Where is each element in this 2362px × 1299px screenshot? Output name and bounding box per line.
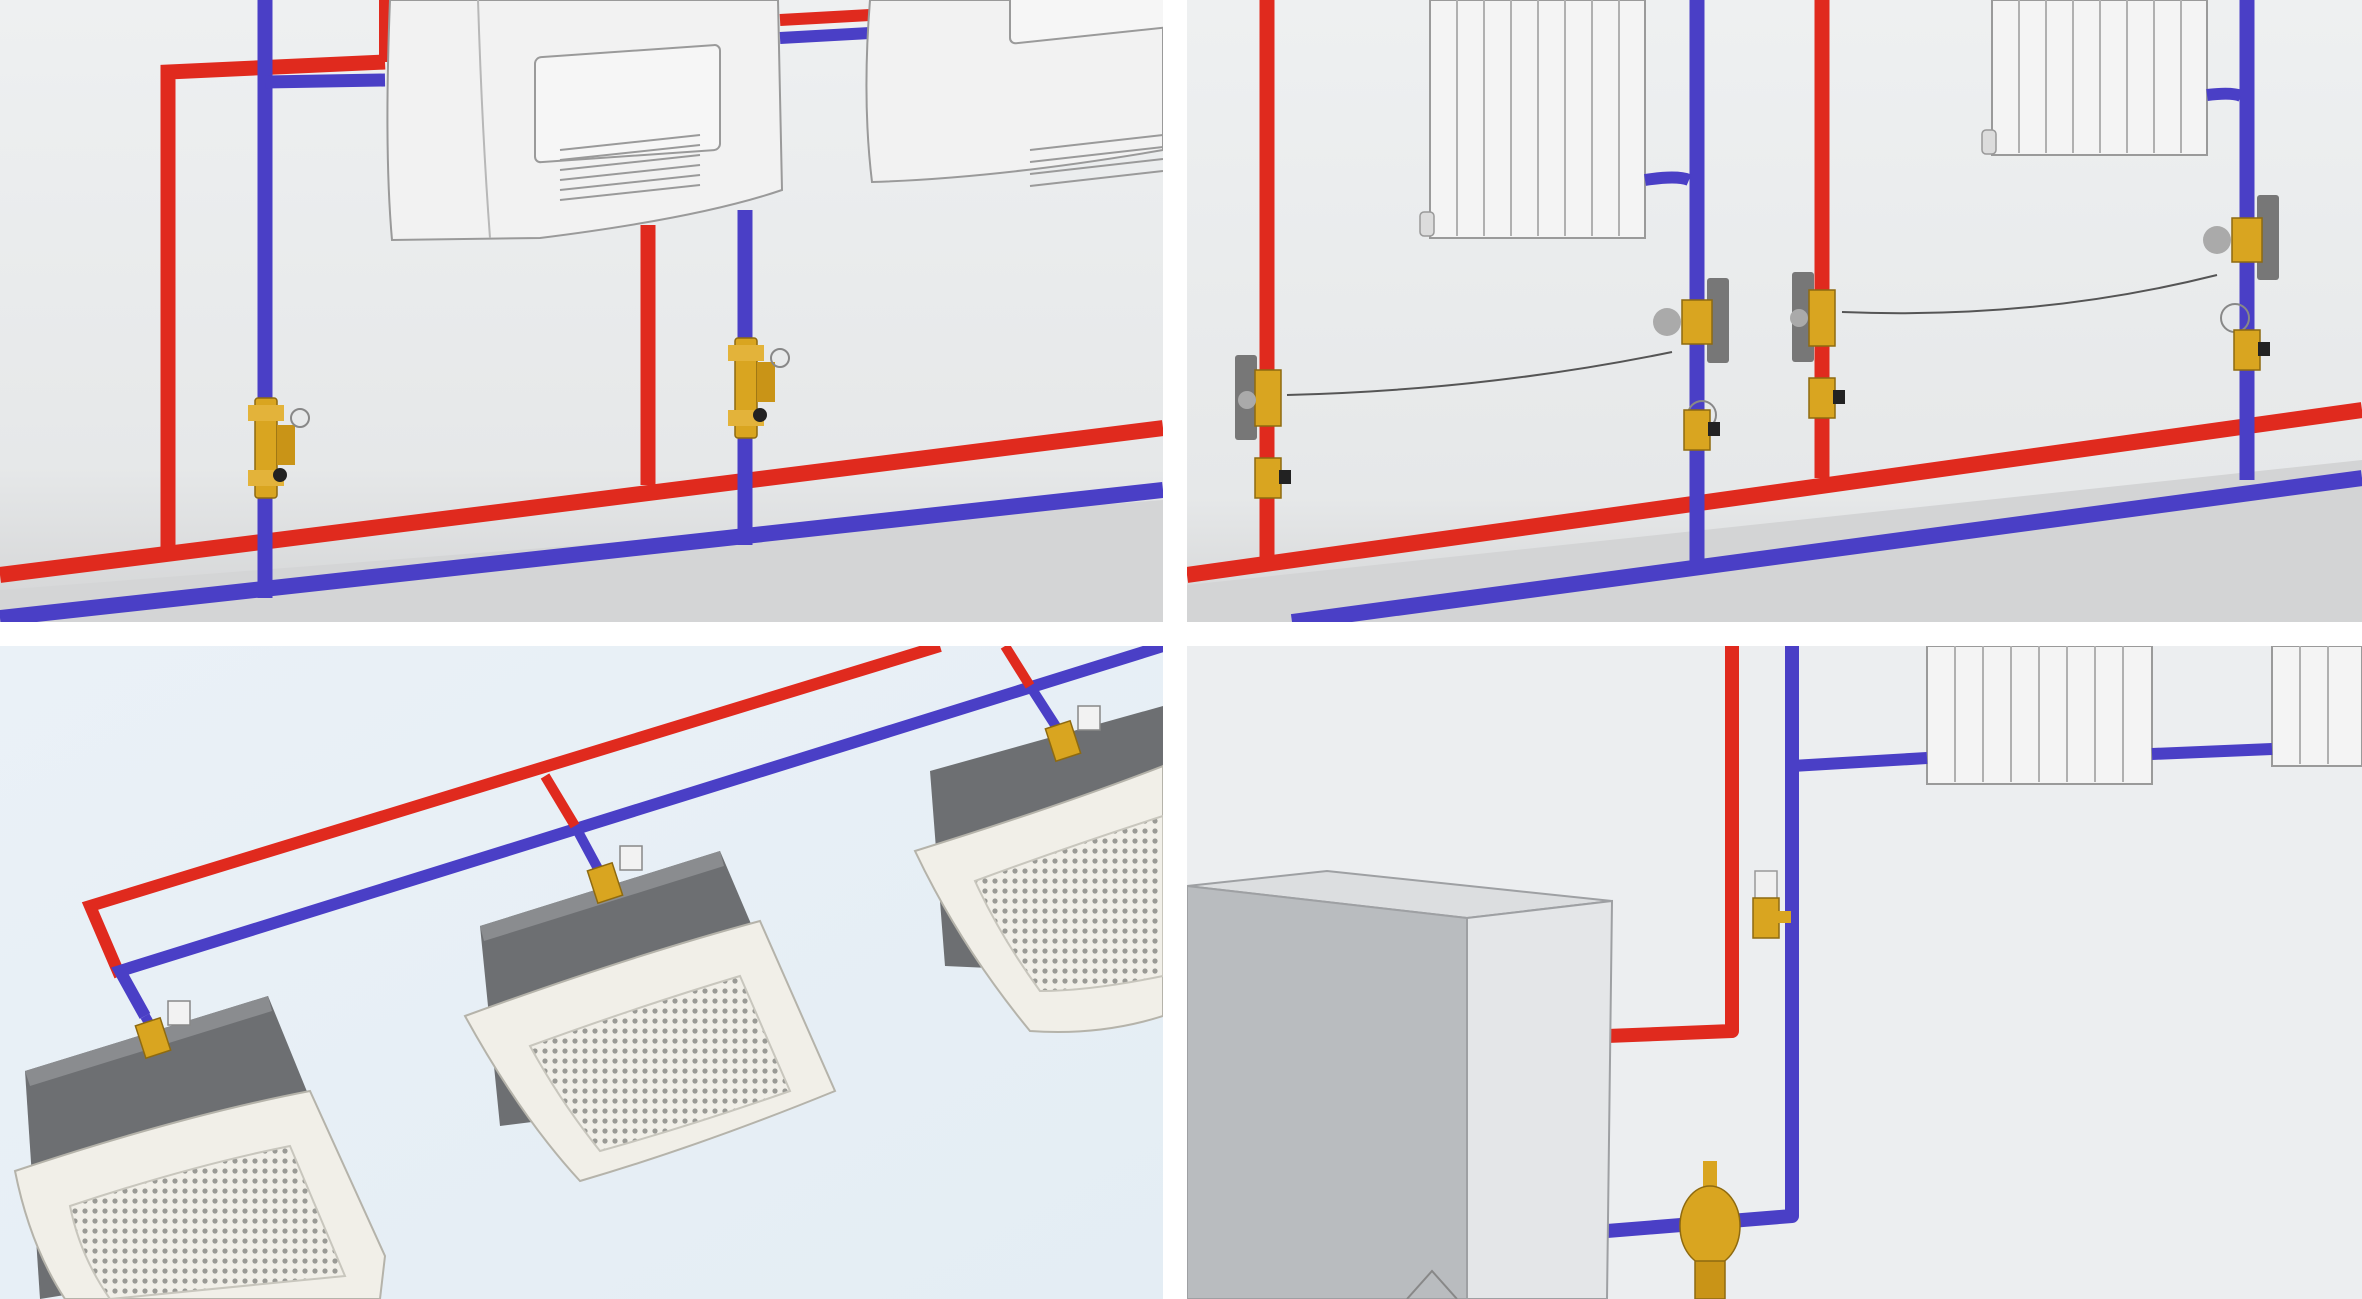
sensor-wire xyxy=(1286,351,1673,396)
return-top-pipe xyxy=(779,27,871,44)
return-main-pipe xyxy=(1290,470,2362,622)
zone-valve-icon xyxy=(134,1000,191,1060)
balancing-valve-icon xyxy=(248,397,310,499)
fan-coil-scene xyxy=(0,0,1163,622)
ball-valve-icon xyxy=(1808,377,1845,419)
return-radiator-pipe xyxy=(1791,752,1928,772)
cassette-unit-icon xyxy=(913,706,1163,1033)
radiator-icon xyxy=(1419,0,1692,239)
supply-riser-pipe xyxy=(160,54,386,550)
supply-main-pipe xyxy=(81,646,942,979)
boiler-icon xyxy=(1187,869,1614,1299)
supply-branch-pipe-2 xyxy=(1000,646,1035,689)
radiator-icon xyxy=(1926,646,2153,785)
three-way-valve-icon xyxy=(1235,355,1282,440)
zone-valve-icon xyxy=(1044,705,1101,763)
floor xyxy=(1187,460,2362,622)
ball-valve-icon xyxy=(1683,409,1720,451)
return-main-pipe xyxy=(111,646,1163,1019)
supply-main-pipe xyxy=(0,420,1163,583)
cassette-unit-icon xyxy=(13,996,387,1299)
boiler-scene xyxy=(1187,646,2362,1299)
three-way-valve-icon xyxy=(2203,195,2279,333)
supply-top-pipe xyxy=(779,9,871,26)
supply-main-pipe xyxy=(1187,402,2362,583)
return-riser-pipe xyxy=(1606,646,1799,1238)
ball-valve-icon xyxy=(1254,457,1291,499)
fan-coil-unit-icon xyxy=(865,0,1163,187)
panel-ceiling-cassettes xyxy=(0,646,1163,1299)
three-way-valve-icon xyxy=(1790,272,1836,362)
ball-valve-icon xyxy=(2233,329,2270,371)
panel-fan-coil-units xyxy=(0,0,1163,622)
return-main-pipe xyxy=(0,482,1163,622)
cassette-scene xyxy=(0,646,1163,1299)
return-radiator-pipe-2 xyxy=(2151,743,2273,760)
sensor-wire-2 xyxy=(1841,274,2218,315)
dirt-separator-icon xyxy=(1679,1161,1741,1299)
return-branch-pipe xyxy=(264,73,386,89)
panel-boiler-radiators xyxy=(1187,646,2362,1299)
radiator-scene xyxy=(1187,0,2362,622)
safety-valve-icon xyxy=(1752,870,1791,939)
supply-riser-pipe xyxy=(1606,646,1739,1043)
panel-radiators xyxy=(1187,0,2362,622)
balancing-valve-icon xyxy=(728,337,790,439)
cassette-unit-icon xyxy=(463,851,837,1183)
supply-branch-pipe xyxy=(540,773,580,829)
radiator-icon xyxy=(1981,0,2244,156)
radiator-icon xyxy=(2271,646,2362,767)
fan-coil-unit-icon xyxy=(386,0,784,242)
zone-valve-icon xyxy=(586,845,643,905)
three-way-valve-icon xyxy=(1653,278,1729,430)
